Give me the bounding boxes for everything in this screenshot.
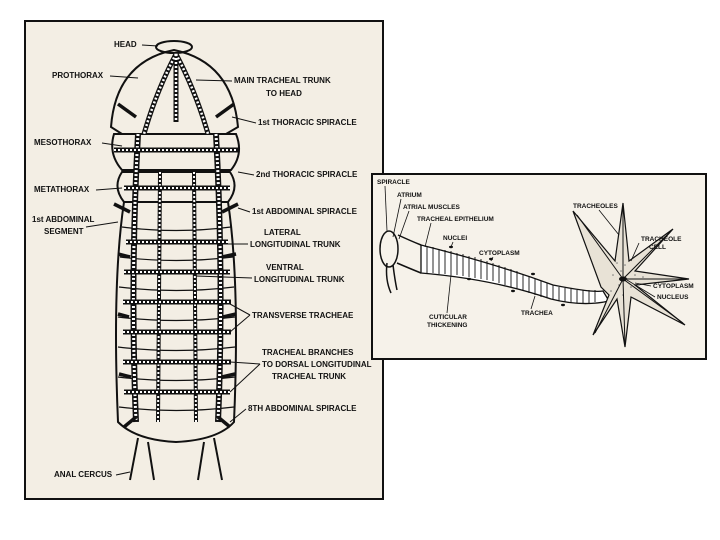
trachea-structure-svg: SPIRACLE ATRIUM ATRIAL MUSCLES TRACHEAL … [373, 175, 705, 358]
label-second-thoracic-spiracle: 2nd THORACIC SPIRACLE [256, 170, 358, 179]
label-cuticular-thickening-2: THICKENING [427, 322, 467, 329]
insect-tracheal-system-diagram: HEAD PROTHORAX MAIN TRACHEAL TRUNK TO HE… [24, 20, 384, 500]
label-main-tracheal-trunk: MAIN TRACHEAL TRUNK [234, 76, 331, 85]
label-ventral-trunk: VENTRAL [266, 263, 304, 272]
label-trachea: TRACHEA [521, 310, 553, 317]
label-nuclei: NUCLEI [443, 235, 467, 242]
ventral-longitudinal-trunks [158, 172, 196, 422]
label-tracheole-cell: TRACHEOLE [641, 236, 682, 243]
tracheole-cell [573, 203, 689, 347]
label-cytoplasm-right: CYTOPLASM [653, 283, 694, 290]
label-first-abdominal-segment: 1st ABDOMINAL [32, 215, 94, 224]
label-first-thoracic-spiracle: 1st THORACIC SPIRACLE [258, 118, 357, 127]
label-lateral-trunk: LATERAL [264, 228, 301, 237]
anal-cercus-shape [130, 438, 222, 480]
label-tracheal-branches: TRACHEAL BRANCHES [262, 348, 354, 357]
label-spiracle: SPIRACLE [377, 179, 411, 186]
label-metathorax: METATHORAX [34, 185, 90, 194]
label-cytoplasm: CYTOPLASM [479, 250, 520, 257]
label-first-abdominal-spiracle: 1st ABDOMINAL SPIRACLE [252, 207, 358, 216]
label-head: HEAD [114, 40, 137, 49]
label-atrial-muscles: ATRIAL MUSCLES [403, 204, 460, 211]
label-mesothorax: MESOTHORAX [34, 138, 92, 147]
label-tracheal-branches-2: TO DORSAL LONGITUDINAL [262, 360, 372, 369]
label-lateral-trunk-2: LONGITUDINAL TRUNK [250, 240, 341, 249]
label-tracheole-cell-2: CELL [649, 244, 666, 251]
label-tracheal-branches-3: TRACHEAL TRUNK [272, 372, 346, 381]
head-shape [156, 41, 192, 53]
label-transverse-tracheae: TRANSVERSE TRACHEAE [252, 311, 354, 320]
label-tracheoles: TRACHEOLES [573, 203, 618, 210]
spiracle-atrium-shape [380, 231, 421, 293]
label-nucleus: NUCLEUS [657, 294, 689, 301]
label-ventral-trunk-2: LONGITUDINAL TRUNK [254, 275, 345, 284]
trachea-structure-diagram: SPIRACLE ATRIUM ATRIAL MUSCLES TRACHEAL … [371, 173, 707, 360]
label-tracheal-epithelium: TRACHEAL EPITHELIUM [417, 216, 494, 223]
label-atrium: ATRIUM [397, 192, 422, 199]
label-cuticular-thickening: CUTICULAR [429, 314, 467, 321]
label-eighth-abdominal-spiracle: 8TH ABDOMINAL SPIRACLE [248, 404, 357, 413]
label-anal-cercus: ANAL CERCUS [54, 470, 113, 479]
label-prothorax: PROTHORAX [52, 71, 104, 80]
insect-tracheal-system-svg: HEAD PROTHORAX MAIN TRACHEAL TRUNK TO HE… [26, 22, 382, 498]
label-main-tracheal-trunk-2: TO HEAD [266, 89, 302, 98]
label-first-abdominal-segment-2: SEGMENT [44, 227, 84, 236]
lateral-longitudinal-trunks [133, 134, 220, 422]
